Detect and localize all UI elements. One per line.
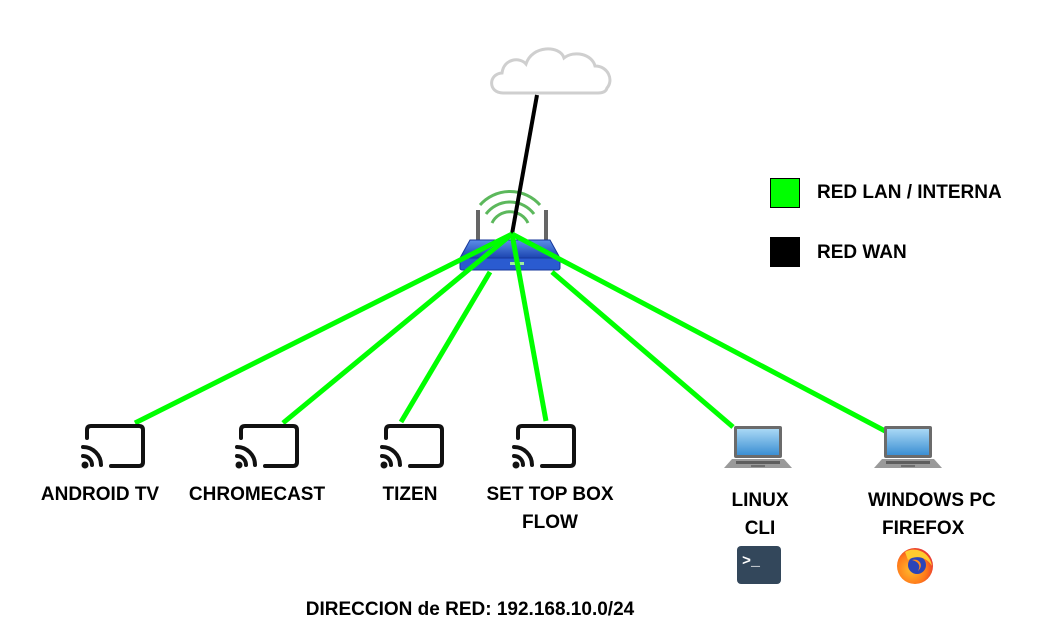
laptop-icon [874,426,942,468]
legend-swatch-lan [770,178,800,208]
cast-icon [81,424,145,469]
link-lan-android-tv [133,231,514,426]
terminal-icon: >_ [737,546,781,584]
cast-icon [235,424,299,469]
legend-label-lan: RED LAN / INTERNA [817,182,1002,203]
label-line: FIREFOX [882,518,965,539]
label-line: CLI [744,518,776,539]
device-label-tizen: TIZEN [360,481,460,509]
legend-label-wan: RED WAN [817,242,907,263]
label-line: CHROMECAST [188,484,326,505]
device-label-linux: LINUX CLI [710,487,810,543]
cast-icon [380,424,444,469]
link-lan-windows-pc [510,231,889,435]
wifi-router-icon [459,190,561,271]
link-wan-internet [510,94,539,235]
network-address: DIRECCION de RED: 192.168.10.0/24 [305,599,635,620]
legend-swatch-wan [770,237,800,267]
devices-layer [81,424,942,469]
label-line: SET TOP BOX [486,484,614,505]
link-lan-tizen [398,270,493,424]
terminal-prompt: >_ [742,553,761,570]
label-line: LINUX [731,490,789,511]
device-label-windows-pc: WINDOWS PC FIREFOX [862,487,1027,543]
label-line: ANDROID TV [40,484,160,505]
device-label-android-tv: ANDROID TV [15,481,185,509]
firefox-icon [897,548,933,584]
links-layer [133,94,889,435]
label-line: FLOW [522,512,578,533]
label-line: WINDOWS PC [868,490,996,511]
link-lan-set-top-box [509,233,549,422]
device-label-set-top-box: SET TOP BOX FLOW [465,481,635,537]
link-lan-chromecast [281,232,514,425]
device-label-chromecast: CHROMECAST [172,481,342,509]
laptop-icon [724,426,792,468]
label-line: TIZEN [382,484,438,505]
link-lan-linux [550,270,735,429]
cast-icon [512,424,576,469]
cloud-icon [490,47,612,95]
